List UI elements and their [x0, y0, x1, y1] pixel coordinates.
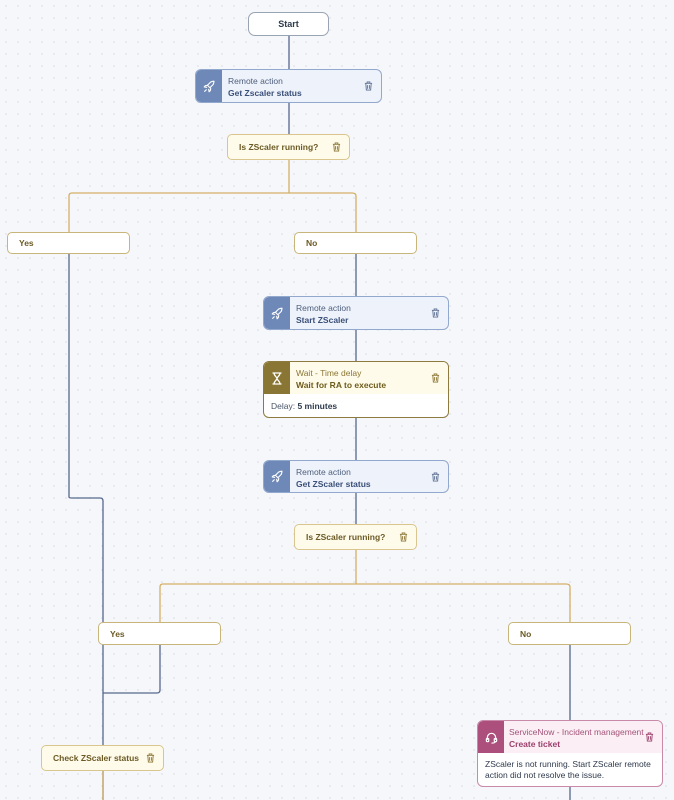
delay-value: 5 minutes — [297, 401, 338, 411]
wait-delay-row: Delay: 5 minutes — [271, 401, 337, 411]
check-status-node[interactable]: Check ZScaler status — [41, 745, 164, 771]
servicenow-type-label: ServiceNow - Incident management — [509, 727, 644, 737]
servicenow-description: ZScaler is not running. Start ZScaler re… — [485, 759, 651, 780]
trash-icon[interactable] — [431, 472, 440, 482]
trash-icon[interactable] — [431, 373, 440, 383]
wait-time-delay-node[interactable]: Wait - Time delay Wait for RA to execute… — [263, 361, 449, 418]
wait-header — [264, 362, 448, 394]
action-type-label: Remote action — [228, 76, 283, 86]
action-type-label: Remote action — [296, 467, 351, 477]
delay-label: Delay: — [271, 401, 296, 411]
action-name-label: Start ZScaler — [296, 315, 349, 325]
branch-label: Yes — [19, 238, 34, 248]
trash-icon[interactable] — [364, 81, 373, 91]
action-name-label: Get Zscaler status — [228, 88, 302, 98]
branch-yes-1[interactable]: Yes — [7, 232, 130, 254]
wait-name-label: Wait for RA to execute — [296, 380, 387, 390]
trash-icon[interactable] — [146, 753, 155, 763]
trash-icon[interactable] — [431, 308, 440, 318]
condition-node-2[interactable]: Is ZScaler running? — [294, 524, 417, 550]
rocket-icon — [196, 70, 222, 102]
start-label: Start — [278, 19, 299, 29]
remote-action-get-status-node[interactable]: Remote action Get Zscaler status — [195, 69, 382, 103]
condition-label: Is ZScaler running? — [306, 532, 386, 542]
condition-node-1[interactable]: Is ZScaler running? — [227, 134, 350, 160]
rocket-icon — [264, 461, 290, 492]
branch-no-2[interactable]: No — [508, 622, 631, 645]
check-status-label: Check ZScaler status — [53, 753, 139, 763]
remote-action-get-status-node-2[interactable]: Remote action Get ZScaler status — [263, 460, 449, 493]
action-name-label: Get ZScaler status — [296, 479, 371, 489]
wait-type-label: Wait - Time delay — [296, 368, 362, 378]
branch-no-1[interactable]: No — [294, 232, 417, 254]
servicenow-header — [478, 721, 662, 753]
remote-action-start-zscaler-node[interactable]: Remote action Start ZScaler — [263, 296, 449, 330]
servicenow-create-ticket-node[interactable]: ServiceNow - Incident management Create … — [477, 720, 663, 787]
start-node[interactable]: Start — [248, 12, 329, 36]
trash-icon[interactable] — [645, 732, 654, 742]
headset-icon — [478, 721, 504, 753]
servicenow-name-label: Create ticket — [509, 739, 561, 749]
branch-label: No — [520, 628, 532, 639]
hourglass-icon — [264, 362, 290, 394]
action-type-label: Remote action — [296, 303, 351, 313]
condition-label: Is ZScaler running? — [239, 142, 319, 152]
branch-label: Yes — [110, 628, 125, 639]
rocket-icon — [264, 297, 290, 329]
branch-label: No — [306, 238, 318, 248]
branch-yes-2[interactable]: Yes — [98, 622, 221, 645]
trash-icon[interactable] — [332, 142, 341, 152]
trash-icon[interactable] — [399, 532, 408, 542]
